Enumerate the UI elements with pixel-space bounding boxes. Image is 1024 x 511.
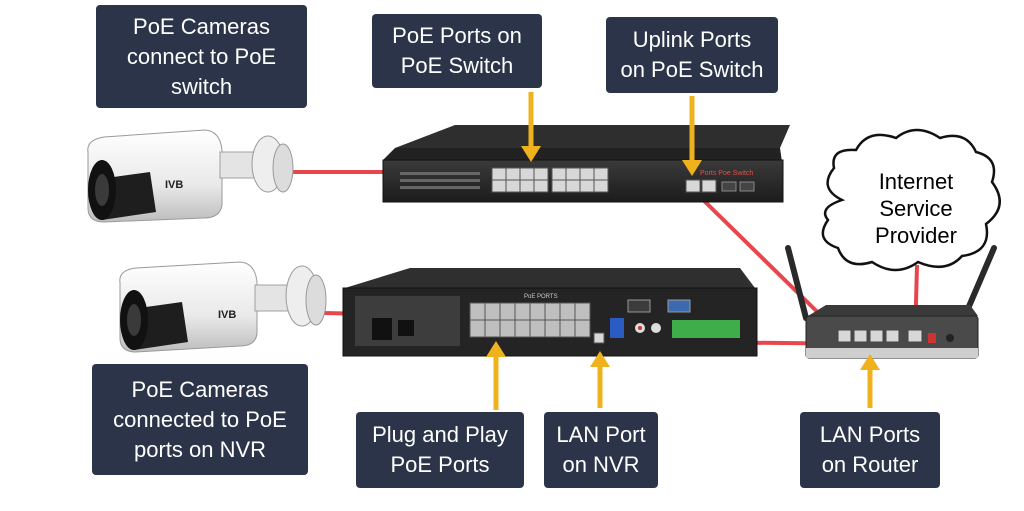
label-line: LAN Ports bbox=[819, 422, 921, 447]
label-line: PoE Ports bbox=[390, 452, 490, 477]
poe-camera-top: IVB bbox=[87, 129, 294, 223]
switch-uplink-port-2 bbox=[701, 179, 717, 193]
label-line: on PoE Switch bbox=[620, 57, 764, 82]
arrow-poe-ports-switch bbox=[521, 92, 541, 162]
label-line: on Router bbox=[821, 452, 919, 477]
router bbox=[785, 245, 997, 359]
label-uplink-ports: Uplink Ports on PoE Switch bbox=[606, 17, 778, 93]
poe-switch: Ports Poe Switch bbox=[382, 125, 790, 203]
label-poe-cameras-switch: PoE Cameras connect to PoE switch bbox=[96, 5, 307, 108]
nvr: PoE PORTS bbox=[342, 268, 758, 357]
label-poe-ports-switch: PoE Ports on PoE Switch bbox=[372, 14, 542, 88]
label-line: PoE Switch bbox=[400, 53, 514, 78]
poe-camera-bottom: IVB bbox=[119, 261, 327, 353]
label-lan-ports-router: LAN Ports on Router bbox=[800, 412, 940, 488]
cloud-line: Service bbox=[879, 196, 953, 221]
arrows bbox=[486, 92, 880, 410]
label-line: Uplink Ports bbox=[632, 27, 752, 52]
label-line: PoE Cameras bbox=[133, 13, 270, 39]
arrow-plug-and-play bbox=[486, 341, 506, 410]
arrow-uplink-ports bbox=[682, 96, 702, 176]
switch-panel-text: Ports Poe Switch bbox=[700, 170, 753, 177]
label-line: PoE Cameras bbox=[131, 376, 269, 402]
nvr-lan-port bbox=[593, 332, 605, 344]
label-line: Plug and Play bbox=[372, 422, 508, 447]
arrow-lan-port-nvr bbox=[590, 351, 610, 408]
label-plug-and-play: Plug and Play PoE Ports bbox=[356, 412, 524, 488]
router-wan-port bbox=[907, 329, 923, 343]
arrow-lan-ports-router bbox=[860, 354, 880, 408]
label-line: connected to PoE bbox=[113, 406, 287, 432]
label-line: PoE Ports on bbox=[392, 23, 522, 48]
label-lan-port-nvr: LAN Port on NVR bbox=[544, 412, 658, 488]
switch-uplink-port-1 bbox=[685, 179, 701, 193]
camera-bottom-brand: IVB bbox=[218, 309, 236, 321]
camera-top-brand: IVB bbox=[165, 179, 183, 191]
label-line: on NVR bbox=[562, 452, 640, 477]
cloud-label: Internet Service Provider bbox=[846, 168, 986, 249]
cloud-line: Internet bbox=[878, 169, 954, 194]
nvr-panel-text: PoE PORTS bbox=[524, 294, 558, 300]
label-poe-cameras-nvr: PoE Cameras connected to PoE ports on NV… bbox=[92, 364, 308, 475]
router-lan-ports bbox=[837, 329, 900, 343]
isp-cloud bbox=[821, 128, 1001, 272]
label-line: ports on NVR bbox=[133, 436, 267, 462]
label-line: connect to PoE bbox=[126, 43, 277, 69]
label-line: switch bbox=[170, 73, 233, 99]
label-line: LAN Port bbox=[556, 422, 646, 447]
cloud-line: Provider bbox=[875, 223, 957, 248]
